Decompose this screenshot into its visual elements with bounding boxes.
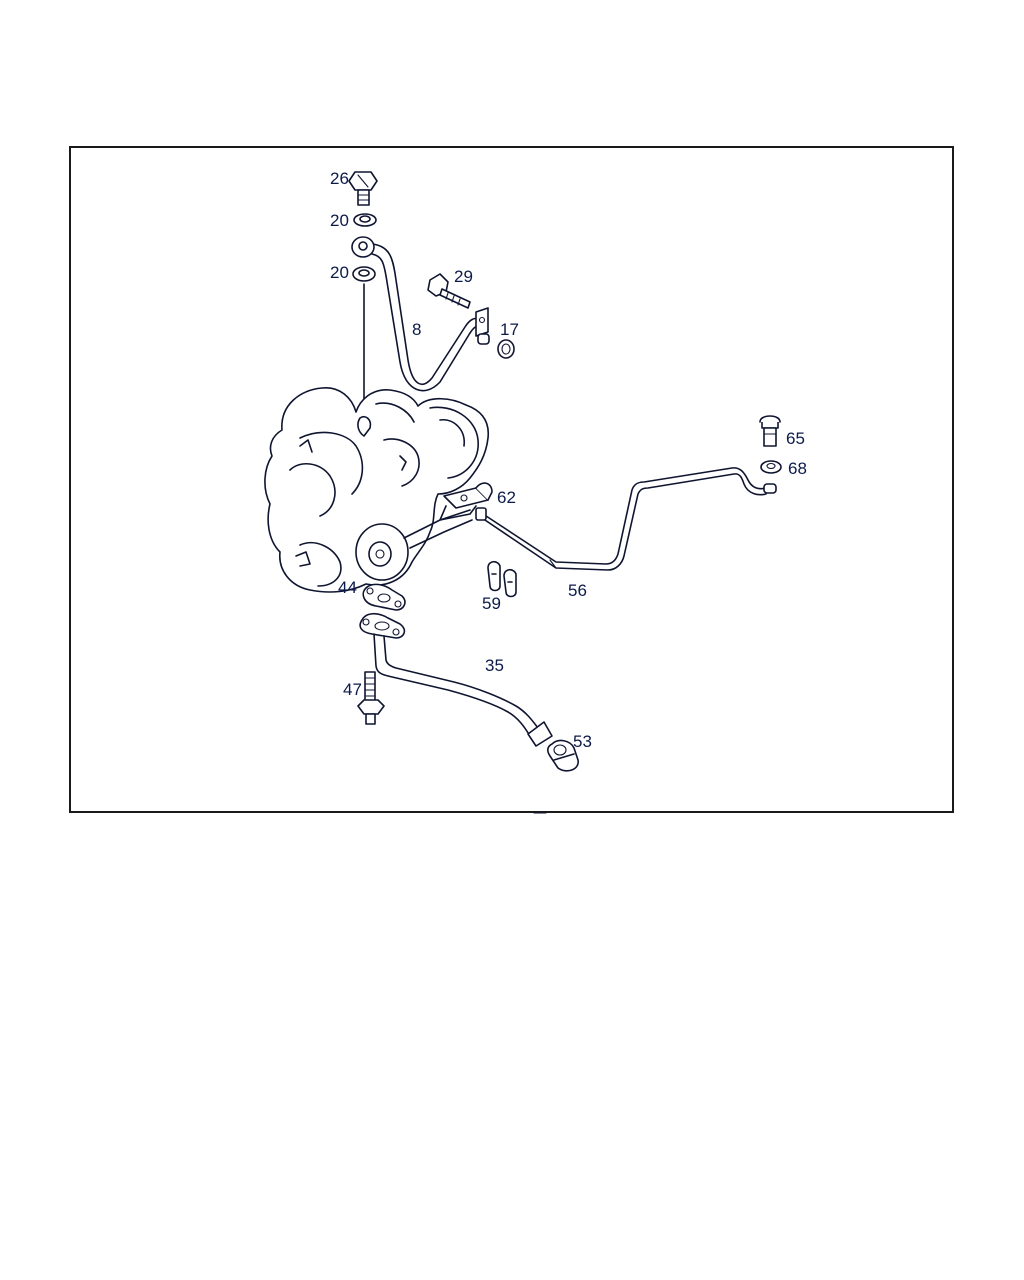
gasket-44 [362, 583, 406, 611]
callout-62: 62 [497, 488, 516, 507]
stud-47 [357, 671, 385, 725]
o-ring-17 [497, 339, 515, 359]
callout-68: 68 [788, 459, 807, 478]
callout-20-upper: 20 [330, 211, 349, 230]
diagram-frame [69, 146, 954, 813]
callout-29: 29 [454, 267, 473, 286]
callout-35: 35 [485, 656, 504, 675]
bolt-29 [427, 273, 471, 309]
callout-47: 47 [343, 680, 362, 699]
sealing-washer-68 [760, 460, 782, 474]
callout-26: 26 [330, 169, 349, 188]
callout-56: 56 [568, 581, 587, 600]
clamps-59 [487, 560, 517, 598]
turbocharger [264, 387, 490, 593]
banjo-bolt-65 [759, 415, 781, 447]
sealing-washer-20-lower [352, 266, 376, 282]
callout-59: 59 [482, 594, 501, 613]
grommet-53 [547, 739, 579, 772]
oil-return-line-35 [359, 612, 553, 747]
banjo-bolt-26 [348, 171, 378, 206]
callout-44: 44 [338, 578, 357, 597]
callout-17: 17 [500, 320, 519, 339]
callout-8: 8 [412, 320, 422, 339]
bracket-62 [439, 482, 493, 521]
callout-53: 53 [573, 732, 592, 751]
callout-65: 65 [786, 429, 805, 448]
sealing-washer-20-upper [353, 213, 377, 227]
oil-feed-line-8 [351, 236, 490, 392]
line-56 [475, 467, 777, 571]
callout-20-lower: 20 [330, 263, 349, 282]
